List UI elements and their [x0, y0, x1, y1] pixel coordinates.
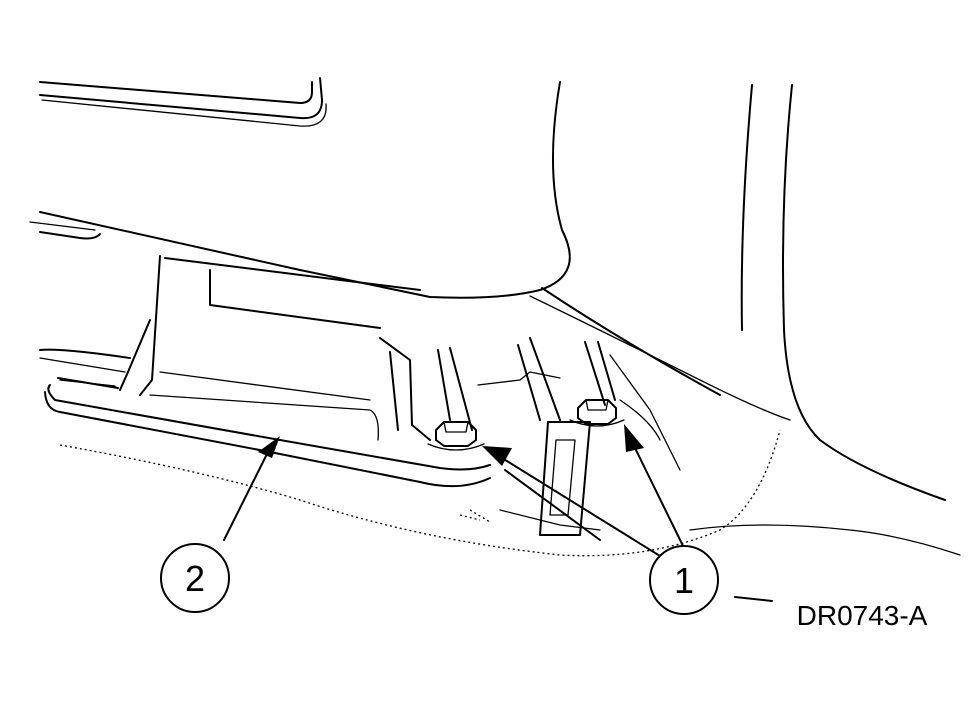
leader-lines	[223, 424, 687, 557]
callout-2: 2	[160, 543, 230, 613]
seat-cushion-side	[29, 81, 946, 501]
callout-2-label: 2	[185, 558, 205, 599]
callout-1: 1	[649, 545, 719, 615]
arrowhead-1-front	[482, 446, 512, 466]
arrowhead-2	[258, 436, 280, 458]
callout-1-label: 1	[674, 560, 694, 601]
seat-upper-panel	[39, 77, 327, 127]
reference-code-group: DR0743-A	[734, 596, 928, 631]
reference-code: DR0743-A	[797, 600, 928, 631]
seat-bracket	[499, 421, 601, 541]
seat-track	[39, 255, 681, 488]
arrowhead-1-rear	[624, 424, 644, 452]
bolt-front	[427, 421, 485, 451]
floor-outline	[59, 399, 961, 557]
